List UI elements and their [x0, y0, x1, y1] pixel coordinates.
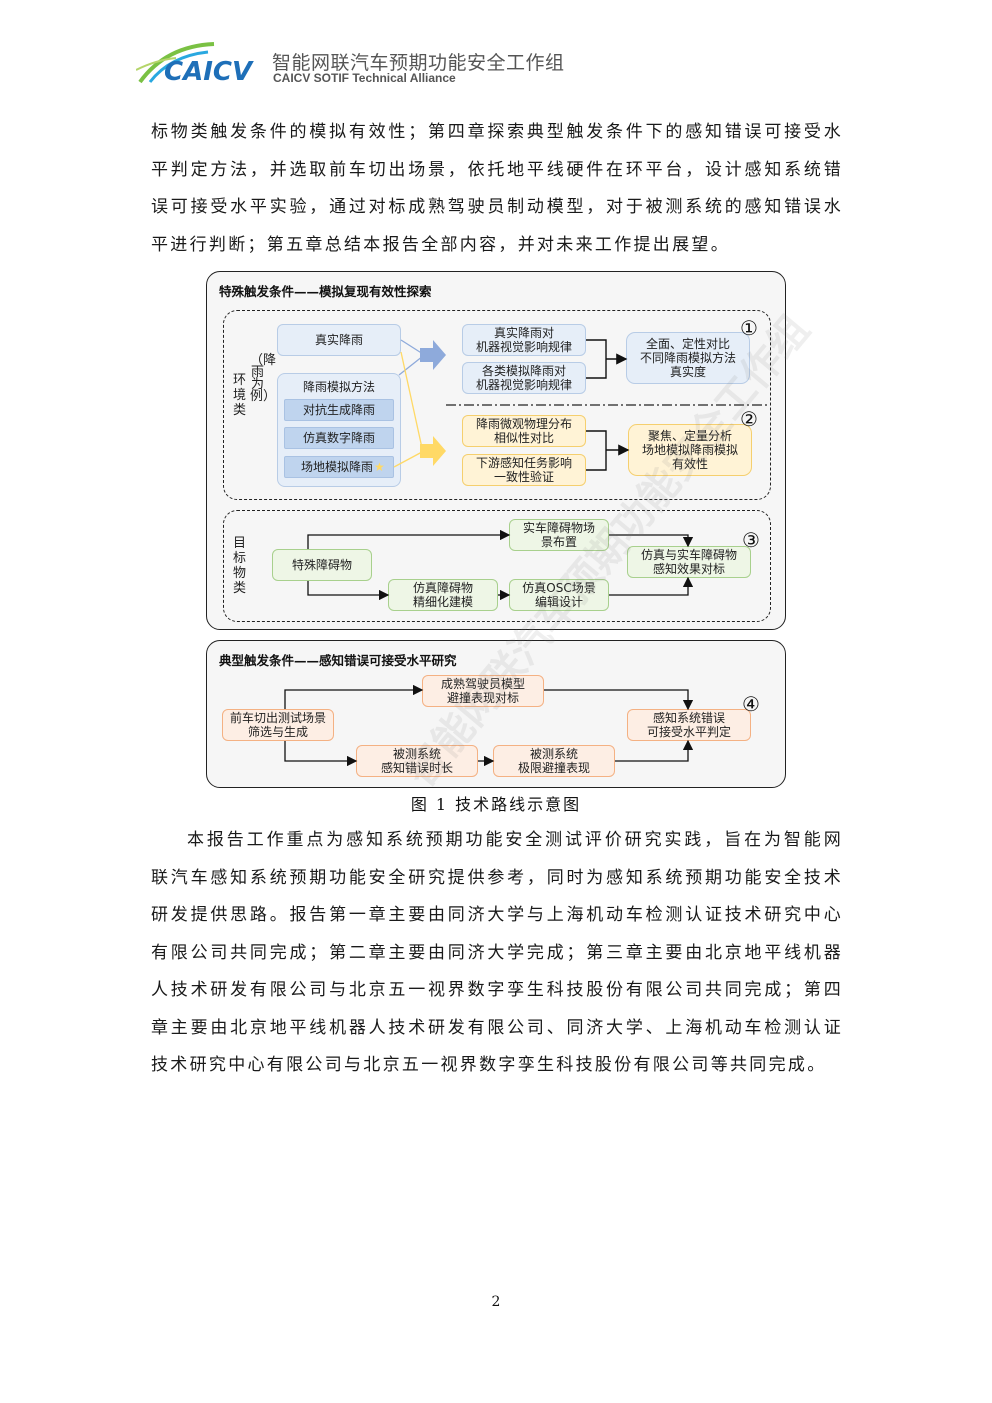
body-paragraph-2: 本报告工作重点为感知系统预期功能安全测试评价研究实践，旨在为智能网联汽车感知系统…: [151, 822, 843, 1085]
target-group-label: 目标物类: [232, 536, 246, 596]
sim-method-digital: 仿真数字降雨: [284, 427, 394, 449]
node-sim-obstacle-model: 仿真障碍物 精细化建模: [388, 579, 498, 611]
paragraph-2-text: 本报告工作重点为感知系统预期功能安全测试评价研究实践，旨在为智能网联汽车感知系统…: [151, 830, 843, 1075]
env-group-label: 环境类: [232, 373, 246, 418]
star-icon: ★: [374, 460, 385, 474]
node-real-obstacle-layout: 实车障碍物场 景布置: [509, 519, 609, 551]
figure-caption: 图 1 技术路线示意图: [410, 795, 582, 814]
node-yellow-result: 聚焦、定量分析 场地模拟降雨模拟 有效性: [628, 424, 752, 476]
logo-swoosh-icon: CAICV: [135, 42, 254, 87]
node-downstream-task: 下游感知任务影响 一致性验证: [462, 454, 586, 486]
svg-text:CAICV: CAICV: [164, 57, 254, 87]
paragraph-1-text: 标物类触发条件的模拟有效性；第四章探索典型触发条件下的感知错误可接受水平判定方法…: [151, 122, 843, 255]
org-name-en: CAICV SOTIF Technical Alliance: [273, 71, 456, 85]
panel-2-title: 典型触发条件——感知错误可接受水平研究: [219, 653, 457, 668]
node-driver-model: 成熟驾驶员模型 避撞表现对标: [422, 675, 544, 707]
node-blue-result: 全面、定性对比 不同降雨模拟方法 真实度: [626, 332, 750, 384]
node-osc-design: 仿真OSC场景 编辑设计: [509, 579, 609, 611]
node-micro-physics: 降雨微观物理分布 相似性对比: [462, 415, 586, 447]
sim-methods-title: 降雨模拟方法: [302, 380, 375, 394]
marker-2: ②: [740, 407, 758, 431]
technical-roadmap-figure: 特殊触发条件——模拟复现有效性探索 环境类 （降雨为例） 真实降雨 降雨模拟方法…: [206, 271, 786, 788]
caicv-logo: CAICV: [135, 40, 266, 88]
node-real-rain-effect: 真实降雨对 机器视觉影响规律: [462, 324, 586, 356]
node-sim-rain-effect: 各类模拟降雨对 机器视觉影响规律: [462, 362, 586, 394]
node-cutout-scenario: 前车切出测试场景 筛选与生成: [222, 709, 334, 741]
page-number: 2: [491, 1294, 501, 1310]
marker-3: ③: [742, 528, 760, 552]
sim-method-field-label: 场地模拟降雨: [301, 460, 374, 474]
org-name-cn: 智能网联汽车预期功能安全工作组: [272, 52, 565, 74]
sim-method-adversarial: 对抗生成降雨: [284, 399, 394, 421]
node-special-obstacle: 特殊障碍物: [272, 549, 372, 581]
node-real-rain: 真实降雨: [277, 324, 401, 356]
node-limit-avoidance: 被测系统 极限避撞表现: [493, 745, 615, 777]
target-group: [223, 510, 771, 622]
sim-method-field: 场地模拟降雨 ★: [284, 456, 394, 478]
marker-4: ④: [742, 692, 760, 716]
node-obstacle-result: 仿真与实车障碍物 感知效果对标: [627, 546, 751, 578]
body-paragraph-1: 标物类触发条件的模拟有效性；第四章探索典型触发条件下的感知错误可接受水平判定方法…: [151, 114, 843, 264]
marker-1: ①: [740, 316, 758, 340]
node-error-duration: 被测系统 感知错误时长: [356, 745, 478, 777]
panel-1-title: 特殊触发条件——模拟复现有效性探索: [219, 284, 432, 299]
env-group: [223, 310, 771, 500]
node-acceptable-level: 感知系统错误 可接受水平判定: [627, 709, 751, 741]
env-group-sublabel: （降雨为例）: [250, 353, 277, 404]
